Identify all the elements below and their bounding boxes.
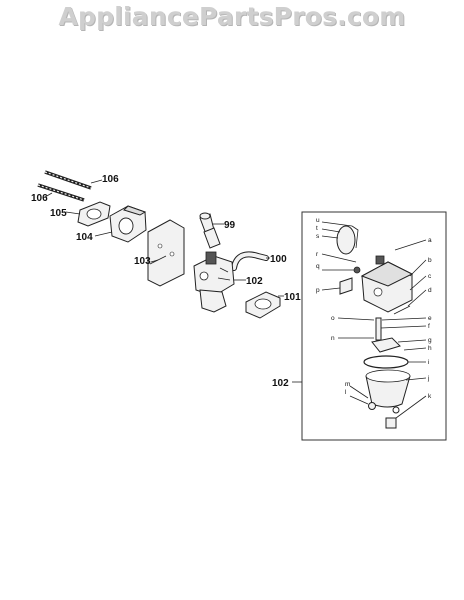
sublabel-u: u (316, 217, 320, 224)
part-99-elbow-fitting[interactable] (199, 212, 221, 249)
sublabel-a: a (428, 237, 432, 244)
callout-102-small: 102 (246, 276, 263, 287)
sublabel-g: g (428, 337, 432, 344)
callout-106-upper: 106 (102, 174, 119, 185)
sublabel-r: r (316, 251, 319, 258)
sublabel-t: t (316, 225, 318, 232)
sublabel-i: i (428, 359, 429, 366)
callout-100: 100 (270, 254, 287, 265)
watermark-text: AppliancePartsPros.com (58, 2, 406, 31)
sublabel-p: p (316, 287, 320, 294)
sublabel-o: o (331, 315, 335, 322)
callout-106-lower: 106 (31, 193, 48, 204)
sublabel-l: l (345, 389, 347, 396)
callout-104: 104 (76, 232, 93, 243)
detail-float-and-bowl[interactable] (363, 355, 411, 429)
callout-105: 105 (50, 208, 67, 219)
part-100-fuel-hose[interactable] (231, 251, 269, 271)
detail-small-parts[interactable] (339, 266, 411, 353)
sublabel-h: h (428, 345, 432, 352)
detail-carburetor-body[interactable] (360, 255, 414, 313)
sublabel-j: j (427, 375, 429, 382)
sublabel-s: s (316, 233, 320, 240)
part-106-stud-lower[interactable] (37, 183, 85, 202)
callout-102-detail: 102 (272, 378, 289, 389)
sublabel-q: q (316, 263, 320, 270)
part-101-gasket[interactable] (245, 291, 281, 319)
part-105-gasket[interactable] (77, 201, 111, 227)
sublabel-f: f (428, 323, 430, 330)
part-102-carburetor[interactable] (193, 251, 235, 313)
carburetor-detail-box (301, 211, 447, 441)
part-103-heat-shield[interactable] (147, 219, 185, 287)
sublabel-e: e (428, 315, 432, 322)
sublabel-k: k (428, 393, 432, 400)
callout-103: 103 (134, 256, 151, 267)
sublabel-b: b (428, 257, 432, 264)
sublabel-n: n (331, 335, 335, 342)
sublabel-c: c (428, 273, 432, 280)
callout-99: 99 (224, 220, 236, 231)
part-104-spacer[interactable] (109, 205, 147, 243)
detail-throttle-plate[interactable] (336, 225, 359, 255)
callout-101: 101 (284, 292, 301, 303)
sublabel-d: d (428, 287, 432, 294)
part-106-stud-upper[interactable] (44, 170, 92, 190)
sublabel-m: m (345, 381, 350, 388)
